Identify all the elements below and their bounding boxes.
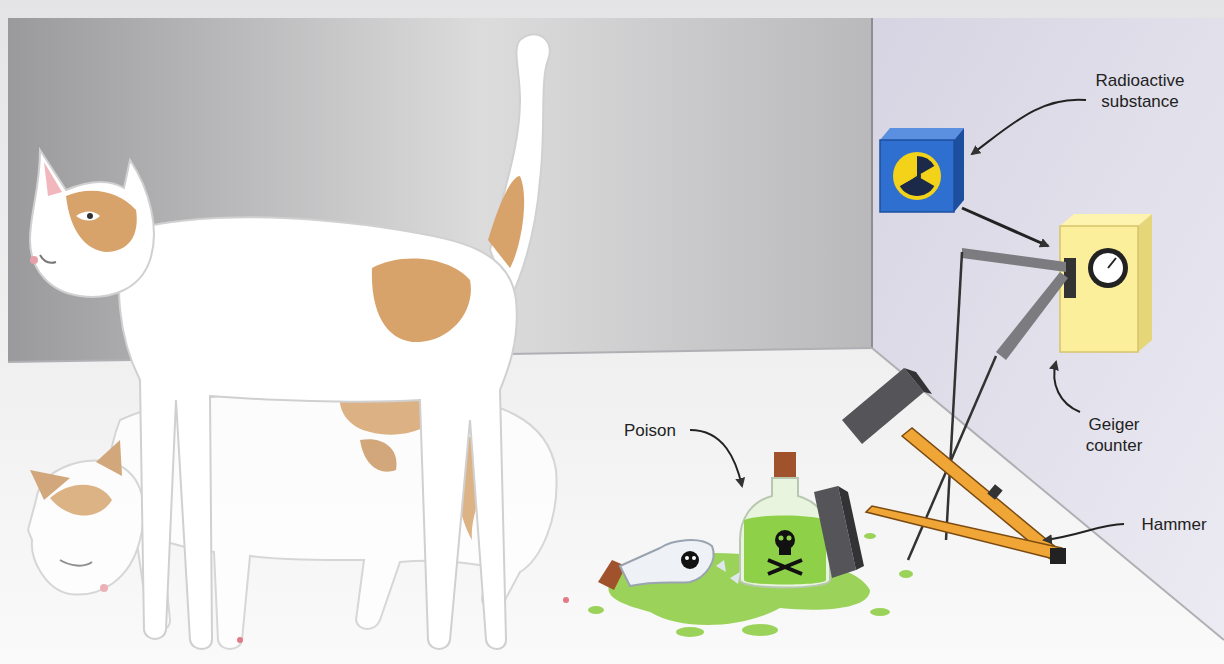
leader-lines: [690, 100, 1124, 540]
part-label: Hammer: [1141, 514, 1206, 535]
part-label: Geiger counter: [1069, 414, 1159, 456]
geiger-counter: [1060, 214, 1152, 352]
part-label: Poison: [624, 420, 676, 441]
broken-flask: [598, 540, 740, 590]
part-label: Radioactive substance: [1085, 70, 1195, 112]
radioactive-box: [880, 128, 964, 212]
poison-bottle: [740, 452, 830, 588]
trigger-arm: [908, 248, 1068, 560]
live-cat: [30, 34, 550, 649]
hammer: [814, 368, 1066, 578]
